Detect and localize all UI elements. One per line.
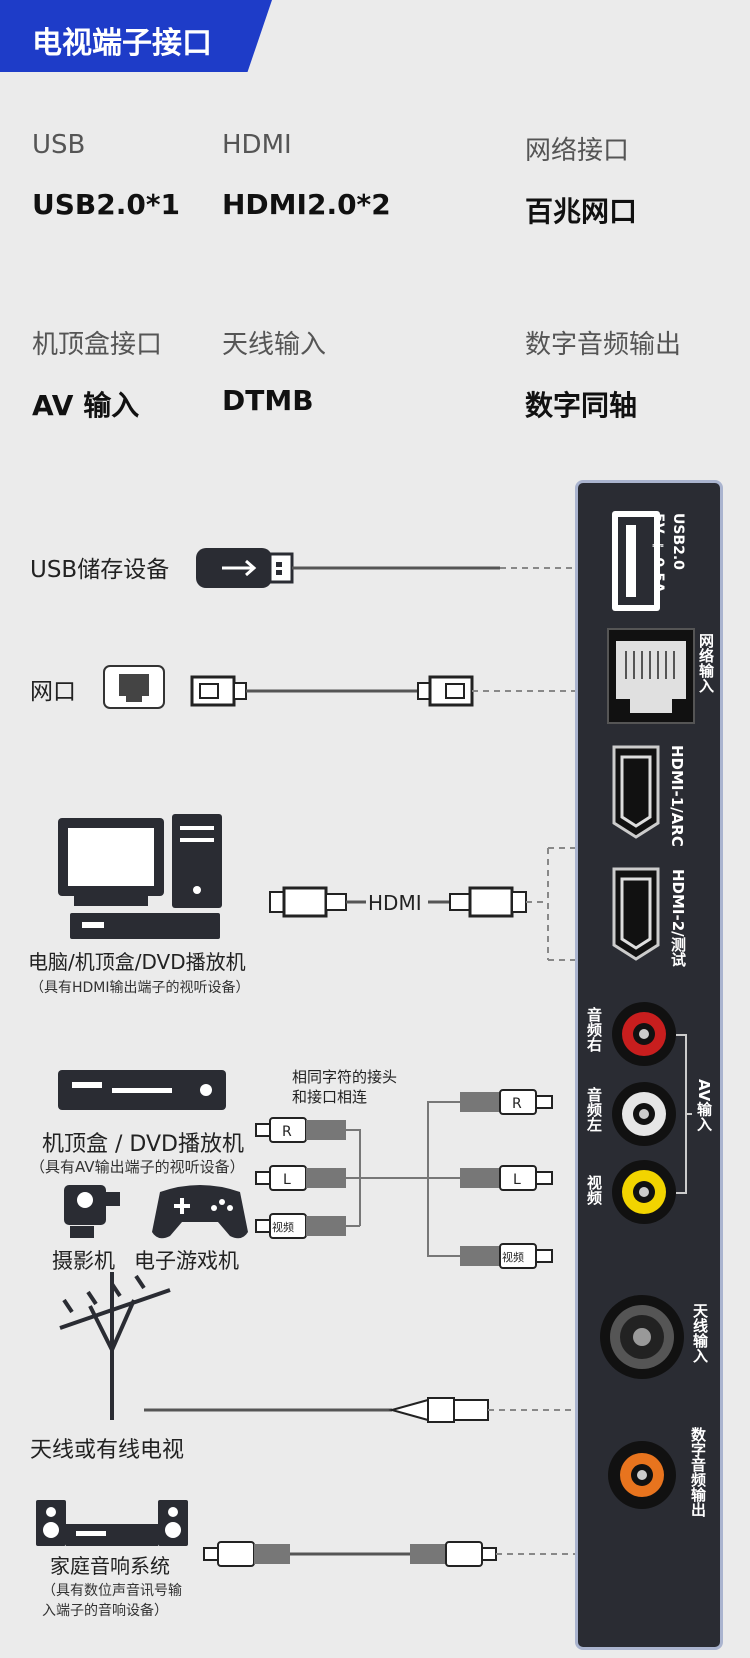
stb-label: 机顶盒 / DVD播放机 bbox=[42, 1132, 244, 1157]
coax-plug-left-icon bbox=[203, 1541, 290, 1567]
plug-right-r-label: R bbox=[512, 1096, 522, 1112]
antenna-icon bbox=[59, 1272, 171, 1420]
audio-left-label: 音频左 bbox=[585, 1087, 603, 1132]
hdmi-2-port-label: HDMI-2/测试 bbox=[669, 869, 687, 967]
audio-right-label: 音频右 bbox=[585, 1007, 603, 1052]
coax-jack-icon bbox=[608, 1441, 676, 1509]
rca-plug-left-video-icon: 视频 bbox=[255, 1213, 346, 1239]
hdmi-plug-left-icon bbox=[269, 886, 347, 918]
home-audio-label: 家庭音响系统 bbox=[50, 1554, 170, 1578]
usb-stick-icon bbox=[196, 548, 294, 588]
usb-port-icon bbox=[612, 511, 660, 611]
rca-plug-left-r-icon: R bbox=[255, 1117, 346, 1143]
hdmi-cable-label: HDMI bbox=[368, 891, 422, 915]
hdmi-2-port-icon bbox=[612, 867, 660, 961]
antenna-jack-icon bbox=[600, 1295, 684, 1379]
ethernet-port-icon bbox=[103, 665, 165, 709]
spec-hdmi-value: HDMI2.0*2 bbox=[222, 188, 391, 221]
coax-plug-right-icon bbox=[410, 1541, 497, 1567]
page-title: 电视端子接口 bbox=[32, 26, 212, 61]
lan-label: 网口 bbox=[30, 679, 76, 705]
rca-white-jack-icon bbox=[612, 1082, 676, 1146]
dvd-player-icon bbox=[58, 1070, 226, 1110]
pc-sublabel: （具有HDMI输出端子的视听设备） bbox=[30, 980, 250, 996]
rca-plug-left-l-icon: L bbox=[255, 1165, 346, 1191]
spec-antenna-value: DTMB bbox=[222, 384, 314, 417]
av-input-label: AV输入 bbox=[695, 1079, 713, 1132]
rca-red-jack-icon bbox=[612, 1002, 676, 1066]
spec-antenna-label: 天线输入 bbox=[222, 330, 327, 360]
spec-stb-label: 机顶盒接口 bbox=[32, 330, 163, 360]
rca-plug-right-l-icon: L bbox=[460, 1165, 553, 1191]
video-label: 视频 bbox=[585, 1175, 603, 1205]
game-console-label: 电子游戏机 bbox=[134, 1249, 239, 1273]
hdmi-1-port-label: HDMI-1/ARC bbox=[668, 745, 686, 847]
lan-port-icon bbox=[607, 628, 695, 724]
ethernet-plug-right-icon bbox=[417, 675, 474, 707]
pc-label: 电脑/机顶盒/DVD播放机 bbox=[28, 950, 246, 974]
usb-port-label-2: 5V ⎓ 0.5A bbox=[650, 513, 666, 593]
plug-left-video-label: 视频 bbox=[272, 1220, 294, 1234]
gamepad-icon bbox=[152, 1185, 248, 1239]
plug-right-video-label: 视频 bbox=[502, 1250, 524, 1264]
stb-sublabel: （具有AV输出端子的视听设备） bbox=[30, 1158, 245, 1176]
rca-yellow-jack-icon bbox=[612, 1160, 676, 1224]
home-audio-sublabel-2: 入端子的音响设备） bbox=[42, 1603, 168, 1619]
hdmi-1-port-icon bbox=[612, 745, 660, 839]
plug-left-l-label: L bbox=[283, 1172, 291, 1188]
cable-note-2: 和接口相连 bbox=[292, 1088, 368, 1106]
lan-port-label: 网络输入 bbox=[697, 633, 715, 693]
digital-audio-out-label: 数字音频输出 bbox=[689, 1427, 707, 1517]
camera-icon bbox=[64, 1185, 120, 1238]
home-audio-sublabel-1: （具有数位声音讯号输 bbox=[42, 1583, 182, 1599]
usb-port-label-1: USB2.0 bbox=[670, 513, 686, 570]
computer-icon bbox=[58, 814, 222, 939]
spec-usb-value: USB2.0*1 bbox=[32, 188, 180, 221]
rca-plug-right-r-icon: R bbox=[460, 1089, 553, 1115]
usb-storage-label: USB储存设备 bbox=[30, 557, 170, 583]
plug-left-r-label: R bbox=[282, 1124, 292, 1140]
spec-hdmi-label: HDMI bbox=[222, 130, 292, 160]
antenna-port-label: 天线输入 bbox=[691, 1303, 709, 1363]
spec-usb-label: USB bbox=[32, 130, 86, 160]
spec-digital-audio-value: 数字同轴 bbox=[525, 389, 638, 422]
tv-port-panel: USB2.0 5V ⎓ 0.5A 网络输入 HDMI-1/ARC HDMI-2/… bbox=[575, 480, 723, 1650]
spec-digital-audio-label: 数字音频输出 bbox=[525, 330, 682, 360]
camera-label: 摄影机 bbox=[52, 1249, 115, 1273]
antenna-label: 天线或有线电视 bbox=[30, 1438, 185, 1463]
panel-ports bbox=[600, 511, 695, 1509]
ethernet-plug-left-icon bbox=[190, 675, 247, 707]
hdmi-plug-right-icon bbox=[449, 886, 527, 918]
title-banner bbox=[0, 0, 272, 72]
spec-network-label: 网络接口 bbox=[525, 136, 630, 166]
plug-right-l-label: L bbox=[513, 1172, 521, 1188]
cable-note-1: 相同字符的接头 bbox=[292, 1068, 398, 1086]
spec-network-value: 百兆网口 bbox=[525, 195, 638, 228]
home-audio-icon bbox=[36, 1500, 188, 1546]
rca-plug-right-video-icon: 视频 bbox=[460, 1243, 553, 1269]
antenna-plug-icon bbox=[388, 1397, 489, 1423]
spec-stb-value: AV 输入 bbox=[32, 389, 140, 422]
